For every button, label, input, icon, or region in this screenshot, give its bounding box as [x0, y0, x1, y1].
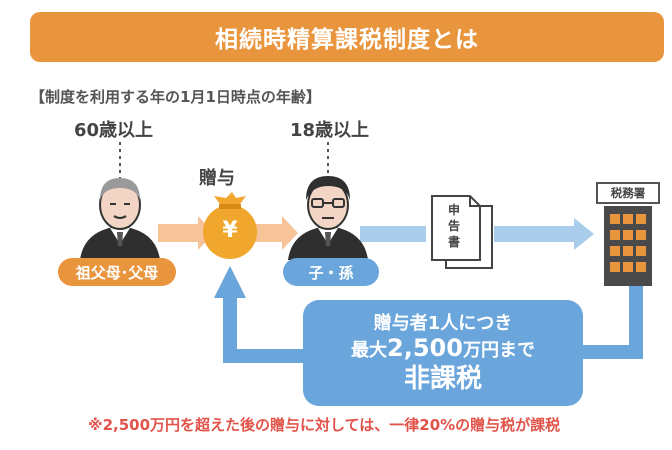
footnote: ※2,500万円を超えた後の贈与に対しては、一律20%の贈与税が課税	[88, 416, 561, 434]
up-arrow-head	[214, 266, 246, 298]
document-icon	[431, 195, 493, 269]
tax-office-building-icon	[604, 206, 652, 286]
document-text: 申告書	[448, 203, 461, 249]
exemption-callout: 贈与者1人につき 最大2,500万円まで 非課税	[303, 300, 583, 406]
money-bag-icon	[203, 192, 257, 259]
tax-office-label: 税務署	[596, 182, 660, 204]
giver-age: 60歳以上	[74, 120, 154, 141]
gift-label: 贈与	[199, 168, 235, 189]
grandparent-icon	[80, 178, 160, 260]
receiver-label: 子・孫	[308, 263, 354, 282]
callout-amount: 2,500	[387, 333, 463, 362]
giver-tag: 祖父母･父母	[58, 258, 176, 286]
callout-line1: 贈与者1人につき	[373, 312, 513, 334]
receiver-age: 18歳以上	[290, 120, 370, 141]
giver-label: 祖父母･父母	[75, 263, 159, 282]
callout-line2: 最大2,500万円まで	[351, 336, 535, 363]
callout-line3: 非課税	[403, 363, 482, 394]
callout-line2-post: 万円まで	[462, 339, 535, 361]
filing-arrow	[360, 218, 594, 250]
title-banner: 相続時精算課税制度とは	[30, 12, 664, 62]
page-title: 相続時精算課税制度とは	[215, 27, 479, 53]
child-icon	[288, 176, 368, 260]
yen-symbol: ¥	[222, 218, 238, 243]
age-note: 【制度を利用する年の1月1日時点の年齢】	[30, 88, 321, 106]
callout-line2-pre: 最大	[351, 339, 388, 361]
receiver-tag: 子・孫	[283, 258, 379, 286]
